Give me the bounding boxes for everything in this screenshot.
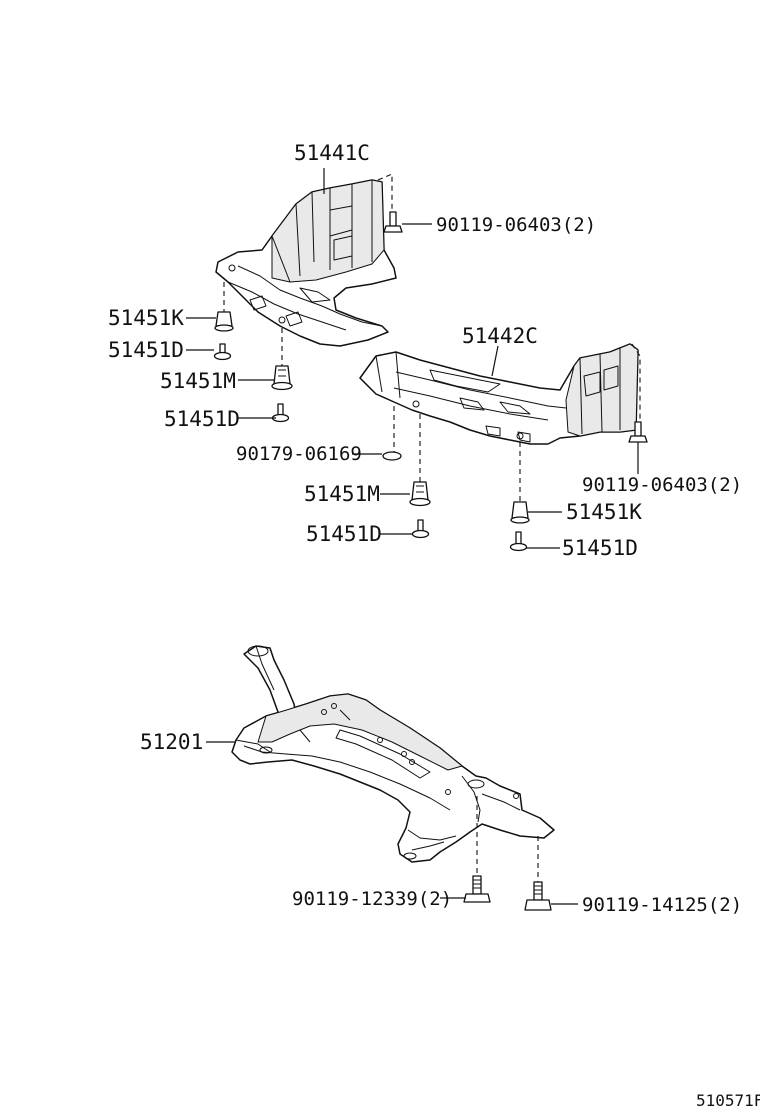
label-51451d-left-1: 51451D	[108, 338, 184, 362]
label-51451k-right: 51451K	[566, 500, 642, 524]
screw-51451d-left-1	[213, 343, 232, 361]
label-51451d-right: 51451D	[562, 536, 638, 560]
engine-under-cover-right	[359, 343, 639, 445]
engine-under-cover-left	[215, 179, 397, 347]
label-51451m-mid: 51451M	[304, 482, 380, 506]
clip-51451k-left	[214, 311, 234, 332]
clip-51451k-right	[510, 501, 530, 524]
bolt-90119-14125	[524, 881, 552, 911]
bolt-90119-06403-top	[383, 211, 403, 233]
clip-51451m-left	[271, 365, 293, 391]
screw-51451d-mid	[411, 519, 430, 539]
bolt-90119-12339	[463, 875, 491, 903]
leader-lines	[186, 168, 641, 905]
nut-90179-06169	[382, 451, 402, 461]
label-90179-06169: 90179-06169	[236, 443, 362, 465]
bolt-90119-06403-right	[628, 421, 648, 443]
suspension-crossmember	[231, 645, 555, 863]
label-90119-06403-right: 90119-06403(2)	[582, 474, 742, 496]
label-51451d-mid: 51451D	[306, 522, 382, 546]
screw-51451d-left-2	[271, 403, 290, 423]
label-51451m-left: 51451M	[160, 369, 236, 393]
label-51442c: 51442C	[462, 324, 538, 348]
label-90119-06403-top: 90119-06403(2)	[436, 214, 596, 236]
label-51451d-left-2: 51451D	[164, 407, 240, 431]
label-90119-14125: 90119-14125(2)	[582, 894, 742, 916]
label-90119-12339: 90119-12339(2)	[292, 888, 452, 910]
clip-51451m-mid	[409, 481, 431, 507]
screw-51451d-right	[509, 531, 528, 552]
label-51201: 51201	[140, 730, 203, 754]
label-51451k-left: 51451K	[108, 306, 184, 330]
label-51441c: 51441C	[294, 141, 370, 165]
diagram-code: 510571F	[696, 1091, 760, 1110]
